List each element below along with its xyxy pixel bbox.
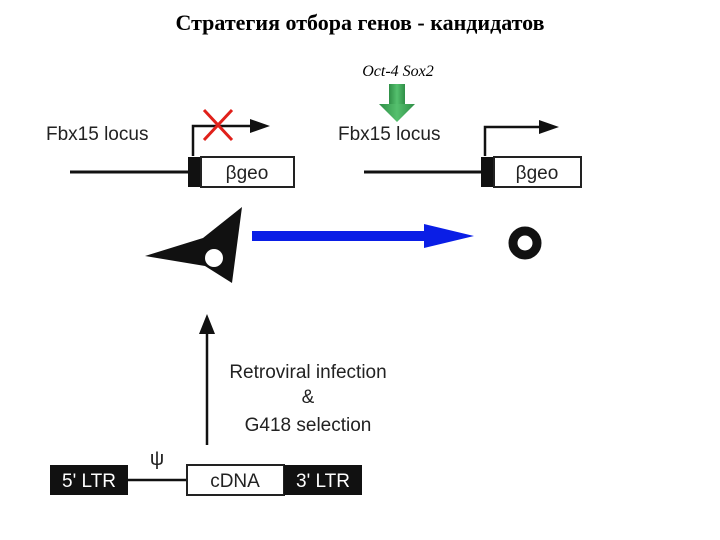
blue-transition-arrow-icon [252, 224, 474, 248]
es-cell-icon [508, 226, 542, 260]
left-promoter-arrow [191, 124, 252, 156]
left-exon-block [188, 157, 201, 187]
red-x-icon [202, 108, 234, 142]
right-bgeo-box [493, 156, 582, 188]
right-locus-label: Fbx15 locus [338, 124, 440, 145]
annotation-line-3: G418 selection [245, 415, 372, 436]
right-promoter-arrowhead-icon [539, 120, 559, 134]
right-exon-block [481, 157, 494, 187]
psi-symbol: ψ [150, 448, 164, 470]
ltr5-label: 5' LTR [62, 471, 116, 492]
ltr5-box [50, 465, 128, 495]
page-title: Стратегия отбора генов - кандидатов [176, 10, 545, 35]
left-construct: Fbx15 locus βgeo [46, 108, 295, 188]
upward-arrow-icon [199, 314, 215, 445]
retroviral-vector: ψ 5' LTR cDNA 3' LTR [50, 448, 362, 496]
ltr3-box [284, 465, 362, 495]
right-promoter-arrow [483, 125, 541, 156]
annotation-line-2: & [302, 387, 315, 408]
right-bgeo-label: βgeo [516, 163, 559, 184]
annotation-line-1: Retroviral infection [229, 362, 386, 383]
fibroblast-cell-icon [145, 207, 242, 283]
cdna-label: cDNA [210, 471, 260, 492]
factors-label: Oct-4 Sox2 [362, 63, 434, 80]
cdna-box [186, 464, 285, 496]
left-bgeo-box [200, 156, 295, 188]
left-locus-label: Fbx15 locus [46, 124, 148, 145]
ltr3-label: 3' LTR [296, 471, 350, 492]
left-bgeo-label: βgeo [226, 163, 269, 184]
green-down-arrow-icon [379, 84, 415, 122]
left-promoter-arrowhead-icon [250, 119, 270, 133]
right-construct: Fbx15 locus βgeo [338, 84, 582, 188]
